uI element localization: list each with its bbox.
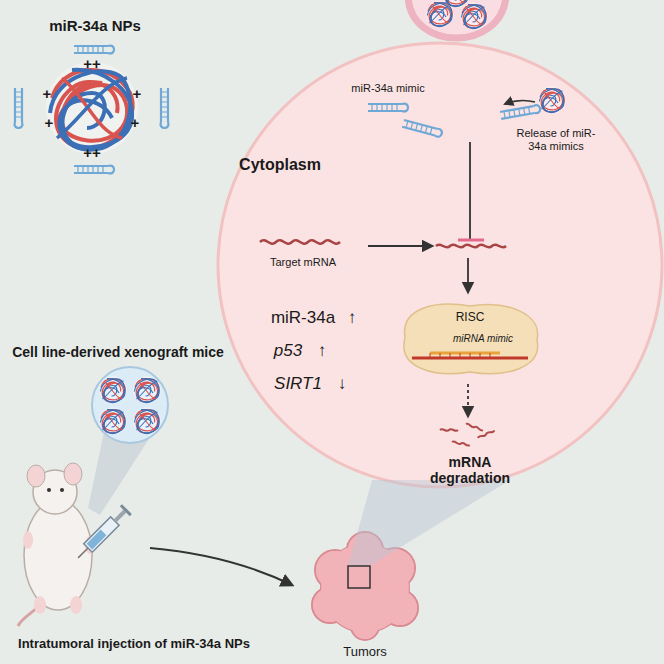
mrna-label: Target mRNA <box>270 256 336 269</box>
compartment-label: Cytoplasm <box>239 156 321 174</box>
nanoparticle <box>133 407 161 435</box>
syringe <box>73 504 132 563</box>
complex-label: RISC <box>456 311 485 325</box>
gene-label: p53 <box>274 341 302 361</box>
charge-sign: + <box>133 85 142 102</box>
charge-sign: + <box>43 85 52 102</box>
nanoparticle <box>99 407 127 435</box>
gene-label: miR-34a <box>271 308 335 328</box>
nanoparticle <box>538 86 566 114</box>
risc-complex: RISC miRNA mimic <box>395 298 545 378</box>
gene-label: SIRT1 <box>274 374 322 394</box>
nanoparticle <box>460 2 488 30</box>
down-arrow: ↓ <box>338 374 347 394</box>
procedure-label: Intratumoral injection of miR-34a NPs <box>18 637 250 652</box>
charge-sign: ++ <box>83 55 101 72</box>
nanoparticle <box>442 0 470 8</box>
up-arrow: ↑ <box>318 341 327 361</box>
mimic-label: miRNA mimic <box>453 333 513 345</box>
mimic-label: miR-34a mimic <box>351 82 424 95</box>
outcome-label: mRNA degradation <box>420 454 520 486</box>
charge-sign: ++ <box>83 144 101 161</box>
title-label: miR-34a NPs <box>49 17 141 34</box>
charge-sign: + <box>45 114 54 131</box>
nanoparticle <box>133 376 161 404</box>
release-label: Release of miR-34a mimics <box>508 127 604 152</box>
nanoparticle <box>99 376 127 404</box>
tumor-label: Tumors <box>343 645 387 660</box>
up-arrow: ↑ <box>348 308 357 328</box>
charge-sign: + <box>131 114 140 131</box>
model-label: Cell line-derived xenograft mice <box>12 344 224 360</box>
